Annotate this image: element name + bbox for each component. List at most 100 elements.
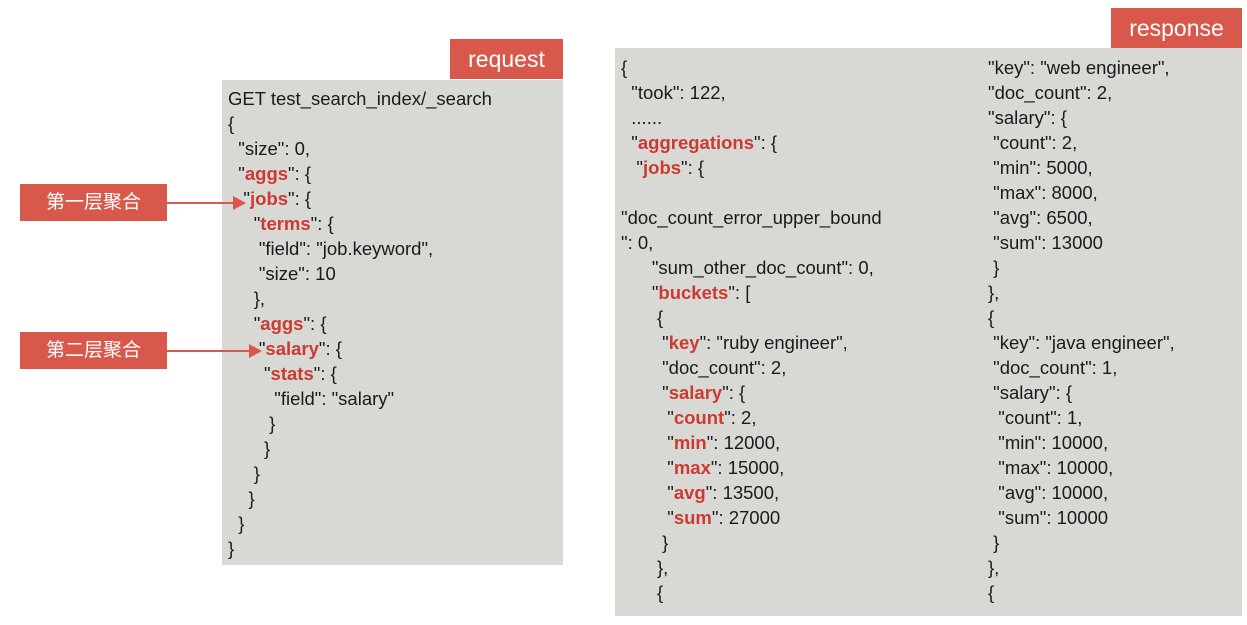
first-layer-arrow (167, 196, 246, 210)
code-line: } (228, 536, 492, 561)
code-text: } (228, 538, 235, 559)
code-line: "aggregations": { (621, 130, 882, 155)
highlighted-key: count (673, 407, 725, 428)
code-line: "sum_other_doc_count": 0, (621, 255, 882, 280)
code-line: "count": 1, (988, 405, 1175, 430)
code-text: ": { (318, 338, 342, 359)
code-line: "max": 15000, (621, 455, 882, 480)
code-line: }, (621, 555, 882, 580)
code-text: } (988, 257, 1000, 278)
code-text: ": "ruby engineer", (699, 332, 848, 353)
code-text: "took": 122, (621, 82, 726, 103)
code-line: "min": 12000, (621, 430, 882, 455)
code-line: "jobs": { (621, 155, 882, 180)
code-text: "key": "java engineer", (988, 332, 1175, 353)
code-line: "field": "salary" (228, 386, 492, 411)
highlighted-key: terms (260, 213, 311, 234)
code-text: "doc_count": 1, (988, 357, 1118, 378)
highlighted-key: aggs (244, 163, 289, 184)
code-line: "count": 2, (621, 405, 882, 430)
highlighted-key: jobs (643, 157, 682, 178)
code-line: "size": 10 (228, 261, 492, 286)
code-line: }, (228, 286, 492, 311)
code-text: "sum": 13000 (988, 232, 1103, 253)
code-line: { (988, 580, 1175, 605)
code-text: "avg": 6500, (988, 207, 1093, 228)
response-code-right: "key": "web engineer", "doc_count": 2, "sa… (988, 55, 1175, 605)
code-line: "min": 10000, (988, 430, 1175, 455)
code-text: "field": "job.keyword", (228, 238, 434, 259)
code-text: { (621, 57, 628, 78)
code-line: "key": "java engineer", (988, 330, 1175, 355)
code-text: "max": 8000, (988, 182, 1098, 203)
code-text: } (228, 513, 245, 534)
code-line: "jobs": { (228, 186, 492, 211)
code-line: "salary": { (228, 336, 492, 361)
code-line: "key": "web engineer", (988, 55, 1175, 80)
response-code-left: { "took": 122, ...... "aggregations": { … (621, 55, 882, 605)
code-line: "avg": 10000, (988, 480, 1175, 505)
code-text: "doc_count_error_upper_bound (621, 207, 882, 228)
code-text: " (621, 407, 674, 428)
code-text: "size": 0, (228, 138, 311, 159)
code-line (621, 180, 882, 205)
code-text: ": { (288, 163, 312, 184)
code-text: ": { (310, 213, 334, 234)
code-line: "doc_count": 2, (621, 355, 882, 380)
code-line: "sum": 27000 (621, 505, 882, 530)
code-text: } (228, 488, 255, 509)
code-text: " (621, 132, 638, 153)
highlighted-key: buckets (658, 282, 729, 303)
request-panel (222, 80, 563, 565)
code-text: "sum_other_doc_count": 0, (621, 257, 874, 278)
highlighted-key: min (673, 432, 707, 453)
code-line: { (621, 580, 882, 605)
code-line: ...... (621, 105, 882, 130)
response-tag: response (1111, 8, 1242, 48)
code-text: ": [ (728, 282, 751, 303)
highlighted-key: salary (265, 338, 319, 359)
code-text: ": 15000, (710, 457, 785, 478)
code-text: "salary": { (988, 382, 1073, 403)
code-text: "key": "web engineer", (988, 57, 1170, 78)
code-text: "avg": 10000, (988, 482, 1109, 503)
code-text: " (621, 457, 674, 478)
code-line: "field": "job.keyword", (228, 236, 492, 261)
code-text: " (621, 507, 674, 528)
code-text: " (228, 363, 271, 384)
code-text: "sum": 10000 (988, 507, 1109, 528)
response-panel (615, 48, 1242, 616)
highlighted-key: salary (668, 382, 723, 403)
code-text: { (621, 582, 664, 603)
code-line: "doc_count": 1, (988, 355, 1175, 380)
highlighted-key: max (673, 457, 711, 478)
code-line: "size": 0, (228, 136, 492, 161)
code-line: "min": 5000, (988, 155, 1175, 180)
code-text: }, (621, 557, 669, 578)
code-line: "avg": 6500, (988, 205, 1175, 230)
code-text: " (621, 332, 669, 353)
code-text: { (988, 307, 995, 328)
code-line: { (621, 55, 882, 80)
code-text: " (228, 213, 261, 234)
code-text: GET test_search_index/_search (228, 88, 492, 109)
code-line: "salary": { (621, 380, 882, 405)
code-line: } (228, 461, 492, 486)
code-line: "sum": 10000 (988, 505, 1175, 530)
code-line: "count": 2, (988, 130, 1175, 155)
highlighted-key: avg (673, 482, 706, 503)
code-line: GET test_search_index/_search (228, 86, 492, 111)
code-line: } (988, 255, 1175, 280)
code-line: } (228, 511, 492, 536)
code-text: "count": 1, (988, 407, 1083, 428)
code-line: "avg": 13500, (621, 480, 882, 505)
code-text: " (621, 282, 659, 303)
code-text: } (228, 413, 276, 434)
request-tag: request (450, 39, 563, 79)
code-line: } (988, 530, 1175, 555)
code-line: "aggs": { (228, 161, 492, 186)
highlighted-key: aggregations (637, 132, 755, 153)
code-text: "doc_count": 2, (988, 82, 1113, 103)
code-text: { (228, 113, 235, 134)
code-text: ": { (313, 363, 337, 384)
